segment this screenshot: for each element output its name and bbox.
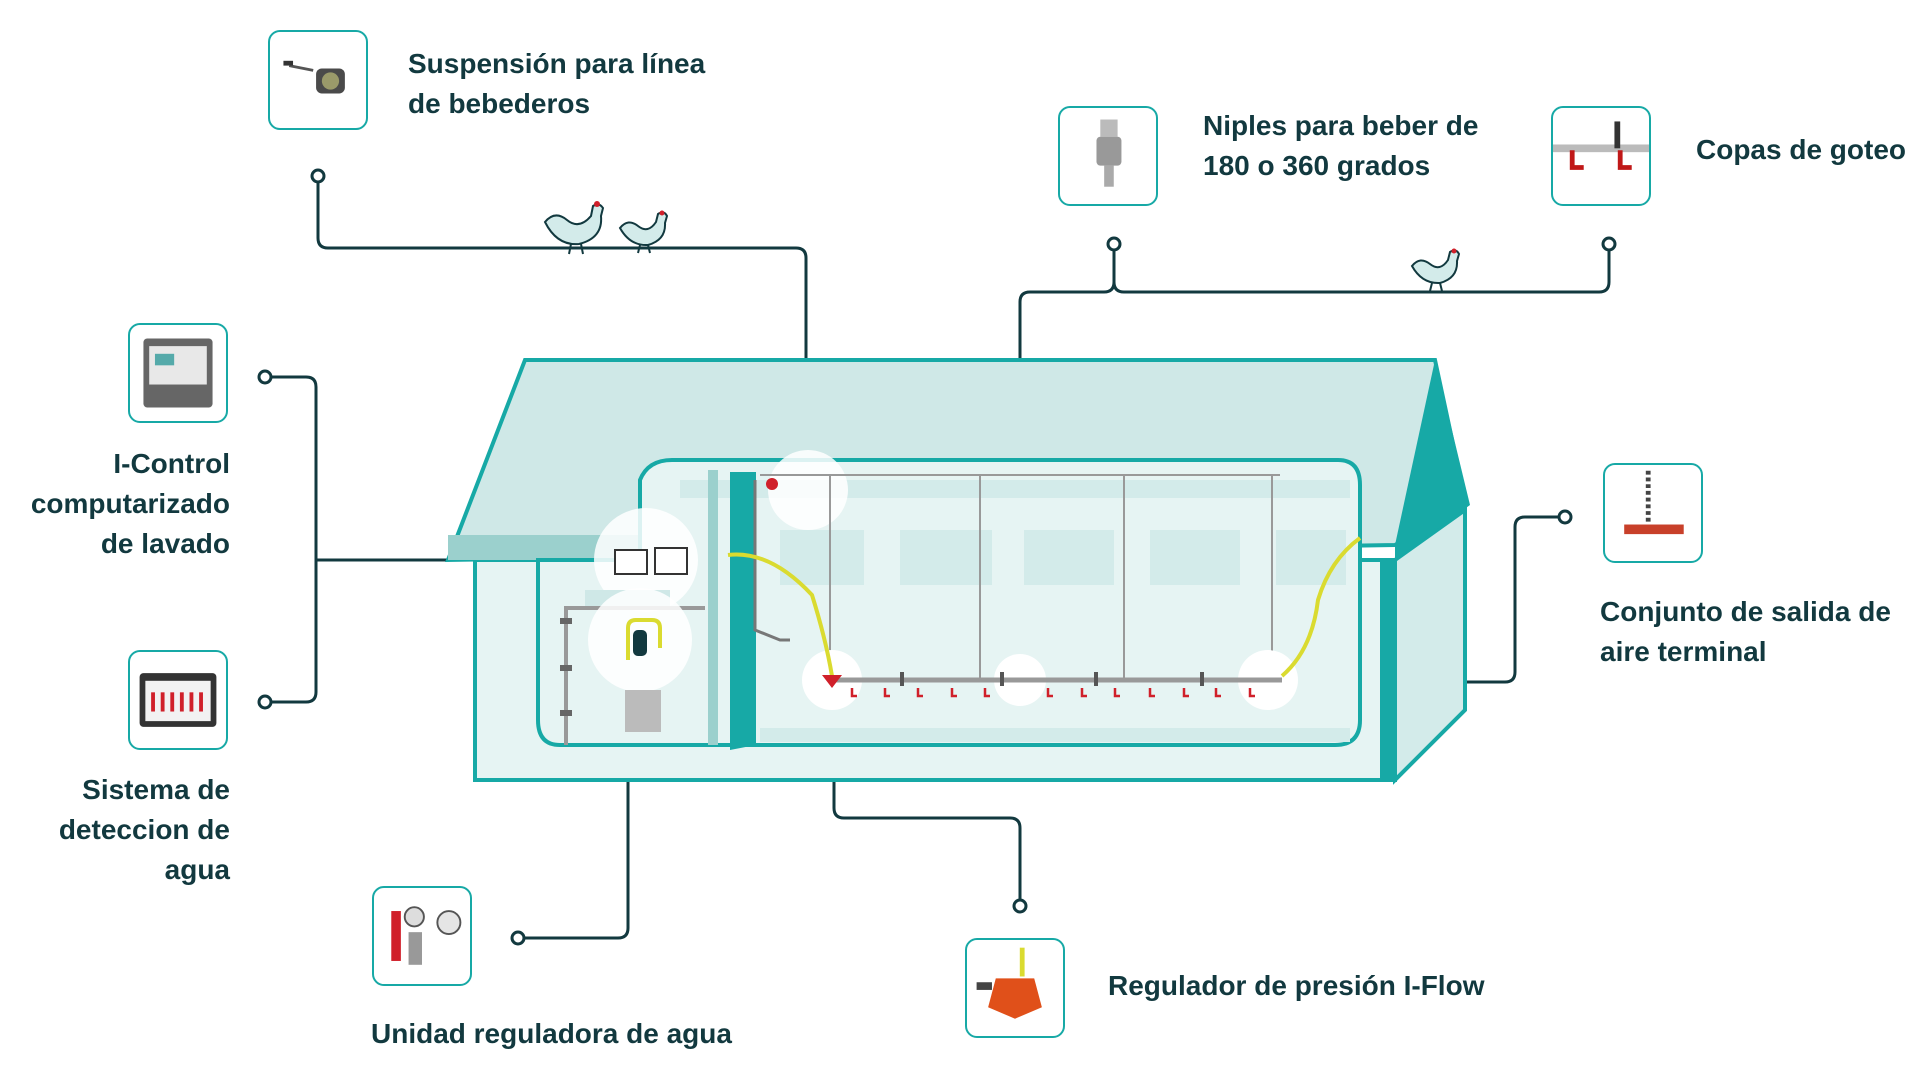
- dividing-wall: [708, 470, 718, 745]
- dot-regulador: [1012, 898, 1028, 914]
- label-icontrol: I-Control computarizado de lavado: [0, 444, 230, 564]
- connector-regulador: [832, 690, 1022, 906]
- chicken-icon: [543, 201, 605, 255]
- dot-suspension: [310, 168, 326, 184]
- detection-panel-icon: [139, 673, 217, 727]
- nipple-icon: [1096, 119, 1122, 187]
- label-line: deteccion de: [58, 814, 230, 845]
- label-line: Unidad reguladora de agua: [371, 1018, 732, 1049]
- connector-end-dots: [257, 168, 1617, 946]
- line-couplers: [900, 672, 1204, 686]
- winch-icon: [283, 60, 345, 94]
- poultry-house: [445, 358, 1470, 785]
- dot-icontrol: [257, 369, 273, 385]
- regulator-hoses: [626, 618, 662, 660]
- connector-unidad: [518, 660, 630, 940]
- interior-floor: [760, 728, 1350, 742]
- chicken-icons: [543, 201, 1461, 292]
- unidad-thumbnail: [372, 886, 472, 986]
- label-suspension: Suspensión para línea de bebederos: [408, 44, 705, 124]
- dot-deteccion: [257, 694, 273, 710]
- label-line: I-Control: [113, 448, 230, 479]
- suspension-cable: [760, 474, 1280, 680]
- winch-pulley: [766, 478, 778, 490]
- chicken-icon: [618, 210, 669, 254]
- right-post: [1380, 560, 1395, 780]
- connector-lines: [265, 176, 1611, 940]
- connector-copas: [1112, 244, 1611, 294]
- suspension-thumbnail: [268, 30, 368, 130]
- conjunto-thumbnail: [1603, 463, 1703, 563]
- dot-niples: [1106, 236, 1122, 252]
- label-line: Copas de goteo: [1696, 134, 1907, 165]
- niples-thumbnail: [1058, 106, 1158, 206]
- label-conjunto: Conjunto de salida de aire terminal: [1600, 592, 1891, 672]
- label-line: de bebederos: [408, 88, 591, 119]
- label-line: Conjunto de salida de: [1600, 596, 1891, 627]
- pressure-regulator-mark: [822, 675, 842, 688]
- connector-conjunto: [1280, 515, 1565, 684]
- roof-gable: [1395, 360, 1470, 560]
- icontrol-thumbnail: [128, 323, 228, 423]
- dot-conjunto: [1557, 509, 1573, 525]
- divider-post: [730, 472, 756, 750]
- filter-unit: [633, 630, 647, 656]
- label-line: agua: [164, 854, 230, 885]
- connector-icontrol: [265, 375, 470, 562]
- bucket: [625, 690, 661, 732]
- yellow-hose-right: [1280, 536, 1362, 678]
- copas-thumbnail: [1551, 106, 1651, 206]
- water-regulator-icon: [391, 906, 462, 965]
- regulador-thumbnail: [965, 938, 1065, 1038]
- label-deteccion: Sistema de deteccion de agua: [0, 770, 230, 890]
- pressure-regulator-icon: [976, 947, 1042, 1019]
- pipe-clamps: [560, 618, 572, 716]
- connector-deteccion: [265, 560, 318, 704]
- yellow-hose-left: [727, 552, 834, 677]
- label-niples: Niples para beber de 180 o 360 grados: [1203, 106, 1478, 186]
- label-line: Niples para beber de: [1203, 110, 1479, 141]
- label-line: Sistema de: [82, 774, 230, 805]
- label-line: Regulador de presión I-Flow: [1108, 970, 1485, 1001]
- drip-cups: [850, 688, 1255, 698]
- chicken-icon: [1410, 248, 1461, 292]
- controller-icon: [143, 338, 213, 408]
- label-copas: Copas de goteo: [1696, 130, 1906, 170]
- label-unidad: Unidad reguladora de agua: [371, 1014, 732, 1054]
- label-line: aire terminal: [1600, 636, 1767, 667]
- label-regulador: Regulador de presión I-Flow: [1108, 966, 1484, 1006]
- air-outlet-icon: [1624, 470, 1684, 535]
- connector-suspension: [316, 176, 808, 460]
- winch-highlight: [768, 450, 848, 530]
- controller-box: [614, 549, 648, 575]
- dot-copas: [1601, 236, 1617, 252]
- label-line: computarizado: [30, 488, 230, 519]
- house-windows: [780, 530, 1346, 585]
- deteccion-thumbnail: [128, 650, 228, 750]
- label-line: de lavado: [100, 528, 230, 559]
- dot-unidad: [510, 930, 526, 946]
- label-line: 180 o 360 grados: [1203, 150, 1431, 181]
- detection-box: [654, 547, 688, 575]
- label-line: Suspensión para línea: [408, 48, 706, 79]
- drip-cup-icon: [1553, 121, 1649, 170]
